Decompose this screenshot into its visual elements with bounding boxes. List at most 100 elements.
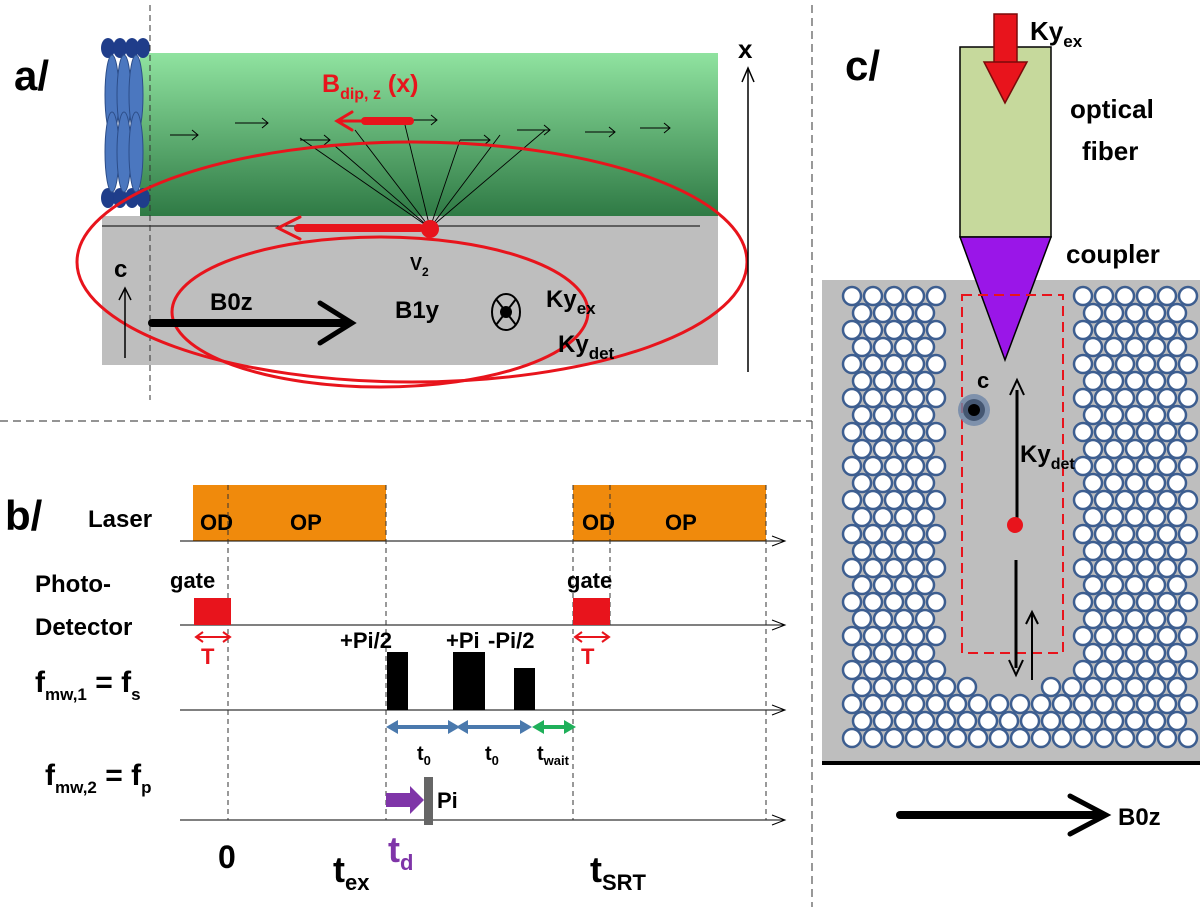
c-axis-arrow — [1009, 377, 1025, 525]
t-label-2: T — [581, 644, 595, 669]
particle — [925, 285, 947, 307]
particle — [893, 574, 915, 596]
particle — [925, 353, 947, 375]
particle — [1072, 591, 1094, 613]
particle — [1114, 523, 1136, 545]
particle — [925, 489, 947, 511]
particle — [1072, 353, 1094, 375]
particle — [1051, 727, 1073, 749]
particle — [841, 285, 863, 307]
particle — [1009, 727, 1031, 749]
particle — [925, 523, 947, 545]
particle — [1103, 574, 1125, 596]
particle — [914, 608, 936, 630]
x-axis-arrow — [741, 66, 755, 372]
particle — [935, 676, 957, 698]
lower-arrows — [1008, 560, 1039, 680]
ky-ex-label: Kyex — [1030, 16, 1083, 51]
particle — [1082, 676, 1104, 698]
particle — [1135, 285, 1157, 307]
particle — [1093, 387, 1115, 409]
particle — [1135, 353, 1157, 375]
particle — [893, 642, 915, 664]
op-label-2: OP — [665, 510, 697, 535]
pulse-label-1: +Pi/2 — [340, 628, 392, 653]
particle — [893, 676, 915, 698]
particle — [841, 387, 863, 409]
dipole-lines — [299, 124, 546, 229]
gate-label-2: gate — [567, 568, 612, 593]
particle — [1040, 710, 1062, 732]
particle — [904, 727, 926, 749]
particle — [1156, 625, 1178, 647]
particle — [1177, 319, 1199, 341]
panel-a-label: a/ — [14, 52, 49, 99]
particle — [1082, 710, 1104, 732]
v2-label: V2 — [410, 254, 429, 279]
particle — [1145, 608, 1167, 630]
green-layer — [140, 53, 718, 216]
particle — [1082, 404, 1104, 426]
particle — [998, 710, 1020, 732]
particle — [1156, 523, 1178, 545]
particle — [862, 455, 884, 477]
particle — [1030, 693, 1052, 715]
particle — [1093, 421, 1115, 443]
particle — [925, 727, 947, 749]
particle — [862, 557, 884, 579]
particle — [1114, 285, 1136, 307]
particle — [841, 455, 863, 477]
gray-substrate — [102, 216, 718, 365]
particle — [893, 336, 915, 358]
particle — [925, 625, 947, 647]
particle — [841, 659, 863, 681]
particle — [1177, 591, 1199, 613]
particle — [841, 421, 863, 443]
particle — [841, 557, 863, 579]
particle — [1135, 489, 1157, 511]
particle — [1177, 523, 1199, 545]
particle — [935, 710, 957, 732]
particle — [1166, 676, 1188, 698]
particle — [1061, 676, 1083, 698]
particle — [841, 353, 863, 375]
particle — [1156, 353, 1178, 375]
particle — [1177, 421, 1199, 443]
particle — [1093, 353, 1115, 375]
particle — [925, 455, 947, 477]
particle — [851, 506, 873, 528]
particle — [1093, 659, 1115, 681]
particle — [914, 370, 936, 392]
particle — [1114, 353, 1136, 375]
particle — [1177, 285, 1199, 307]
particle — [851, 608, 873, 630]
c-center-dot — [968, 404, 980, 416]
particle — [1124, 676, 1146, 698]
particle — [872, 438, 894, 460]
particle — [914, 336, 936, 358]
detector-gate-1 — [194, 598, 231, 625]
particle — [1156, 693, 1178, 715]
particle — [1145, 404, 1167, 426]
particle — [851, 472, 873, 494]
particle — [914, 540, 936, 562]
particle — [1177, 353, 1199, 375]
particle — [883, 591, 905, 613]
particle — [1072, 387, 1094, 409]
td-arrow — [386, 786, 424, 814]
particle — [872, 506, 894, 528]
td-label: td — [388, 829, 413, 875]
particle — [925, 319, 947, 341]
panel-a: a/ — [14, 5, 755, 400]
coupler-label: coupler — [1066, 239, 1160, 269]
particle — [1051, 693, 1073, 715]
particle — [1124, 642, 1146, 664]
particle — [883, 727, 905, 749]
particle — [1177, 693, 1199, 715]
particle — [1177, 625, 1199, 647]
particle — [1072, 659, 1094, 681]
particle — [883, 523, 905, 545]
particle — [1114, 591, 1136, 613]
particle — [1093, 319, 1115, 341]
particle — [967, 693, 989, 715]
